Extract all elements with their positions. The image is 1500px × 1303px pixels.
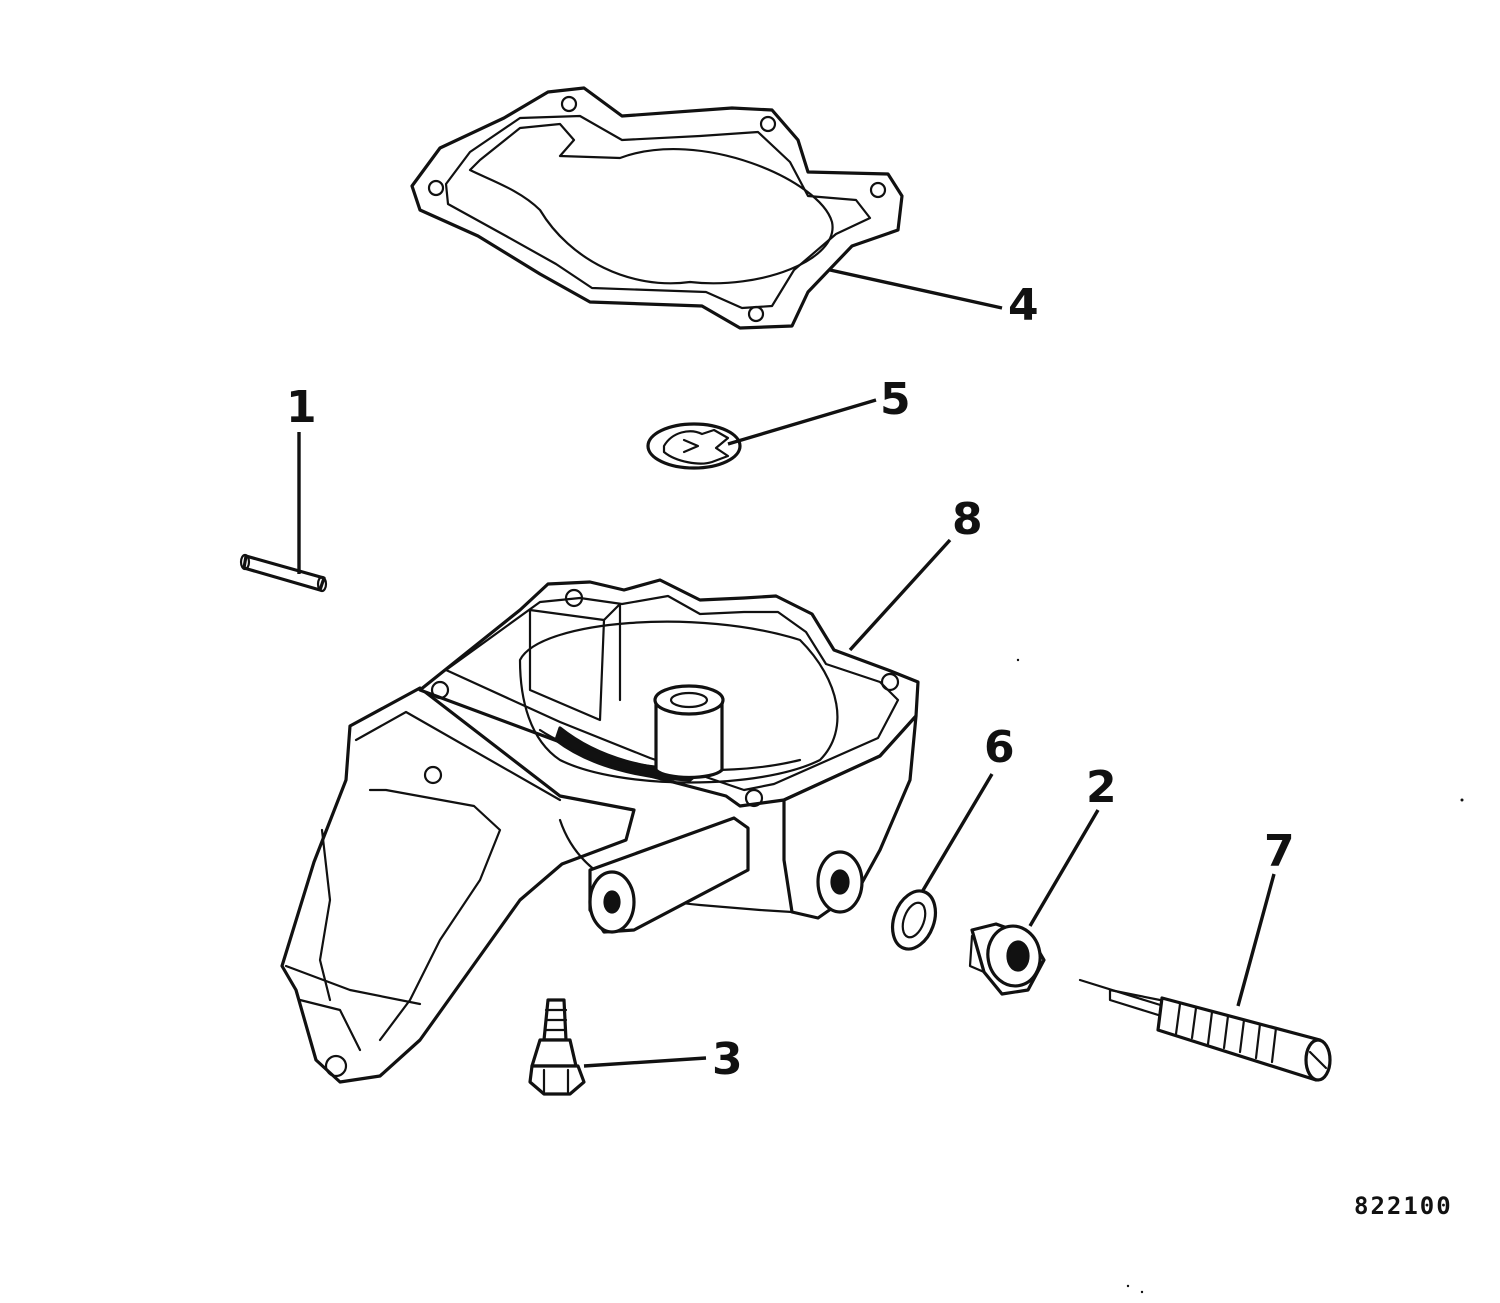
- leader-6: [920, 773, 994, 893]
- callout-2: 2: [1086, 762, 1117, 813]
- scan-specks: [1016, 658, 1464, 1294]
- leader-2: [1028, 809, 1100, 927]
- leader-5: [727, 398, 877, 446]
- callout-4: 4: [1008, 280, 1039, 331]
- callout-8: 8: [952, 494, 983, 545]
- carburetor-body-part-8: [280, 578, 920, 1084]
- leader-lines: [297, 268, 1276, 1068]
- needle-screw-part-7: [1078, 978, 1332, 1082]
- leader-4: [829, 268, 1003, 310]
- callout-1: 1: [286, 382, 317, 433]
- callout-3: 3: [712, 1034, 743, 1085]
- figure-code: 822100: [1354, 1192, 1453, 1220]
- callout-numbers: 1 2 3 4 5 6 7 8: [286, 280, 1295, 1085]
- washer-part-6: [890, 889, 938, 951]
- clip-part-5: [646, 422, 742, 470]
- leader-8: [848, 538, 952, 652]
- callout-7: 7: [1264, 826, 1295, 877]
- screw-part-3: [528, 998, 586, 1096]
- leader-7: [1236, 873, 1276, 1007]
- pin-part-1: [239, 553, 328, 593]
- gasket-part-4: [410, 86, 904, 330]
- callout-5: 5: [880, 374, 911, 425]
- plug-part-2: [968, 922, 1046, 996]
- leader-3: [583, 1056, 707, 1068]
- callout-6: 6: [984, 722, 1015, 773]
